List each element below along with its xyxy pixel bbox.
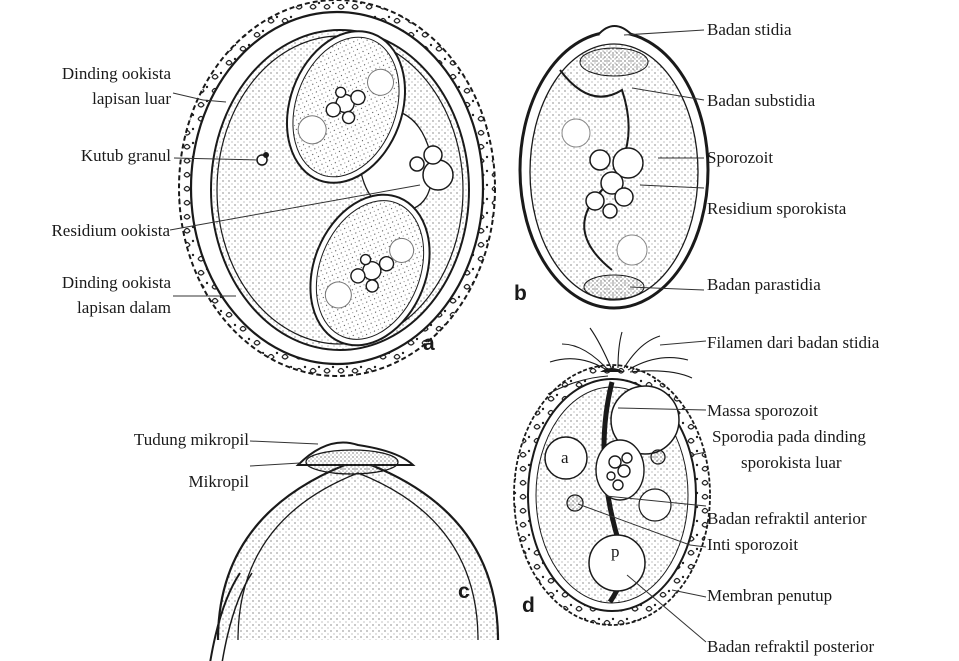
- sporocyst-b: b: [514, 26, 708, 308]
- label-inti-sporozoit: Inti sporozoit: [707, 535, 798, 554]
- label-membran-penutup: Membran penutup: [707, 586, 832, 605]
- label-refraktil-posterior: Badan refraktil posterior: [707, 637, 874, 656]
- label-residium-ookista: Residium ookista: [51, 221, 170, 240]
- panel-label-b: b: [514, 282, 527, 305]
- refractile-a-letter: a: [561, 448, 569, 467]
- label-dinding-dalam-2: lapisan dalam: [77, 298, 171, 317]
- label-massa-sporozoit: Massa sporozoit: [707, 401, 818, 420]
- panel-label-c: c: [458, 580, 470, 603]
- label-sporodia-2: sporokista luar: [741, 453, 842, 472]
- label-kutub-granul: Kutub granul: [81, 146, 171, 165]
- label-dinding-luar-1: Dinding ookista: [62, 64, 172, 83]
- label-mikropil: Mikropil: [189, 472, 250, 491]
- micropyle-c: c: [210, 441, 498, 661]
- panel-label-a: a: [423, 332, 435, 355]
- refractile-p-letter: p: [611, 542, 620, 561]
- labels-right: Badan stidia Badan substidia Sporozoit R…: [707, 20, 880, 656]
- label-sporozoit: Sporozoit: [707, 148, 773, 167]
- label-residium-sporokista: Residium sporokista: [707, 199, 847, 218]
- sporocyst-d: a p d: [514, 328, 710, 642]
- label-refraktil-anterior: Badan refraktil anterior: [707, 509, 867, 528]
- label-dinding-dalam-1: Dinding ookista: [62, 273, 172, 292]
- micropyle-cap: [298, 443, 413, 475]
- label-badan-substidia: Badan substidia: [707, 91, 816, 110]
- label-filamen: Filamen dari badan stidia: [707, 333, 880, 352]
- label-dinding-luar-2: lapisan luar: [92, 89, 171, 108]
- oocyst-a: a: [170, 0, 495, 376]
- label-sporodia-1: Sporodia pada dinding: [712, 427, 866, 446]
- label-tudung-mikropil: Tudung mikropil: [134, 430, 249, 449]
- label-badan-parastidia: Badan parastidia: [707, 275, 821, 294]
- central-globules: [596, 440, 644, 500]
- panel-label-d: d: [522, 594, 535, 617]
- label-badan-stidia: Badan stidia: [707, 20, 792, 39]
